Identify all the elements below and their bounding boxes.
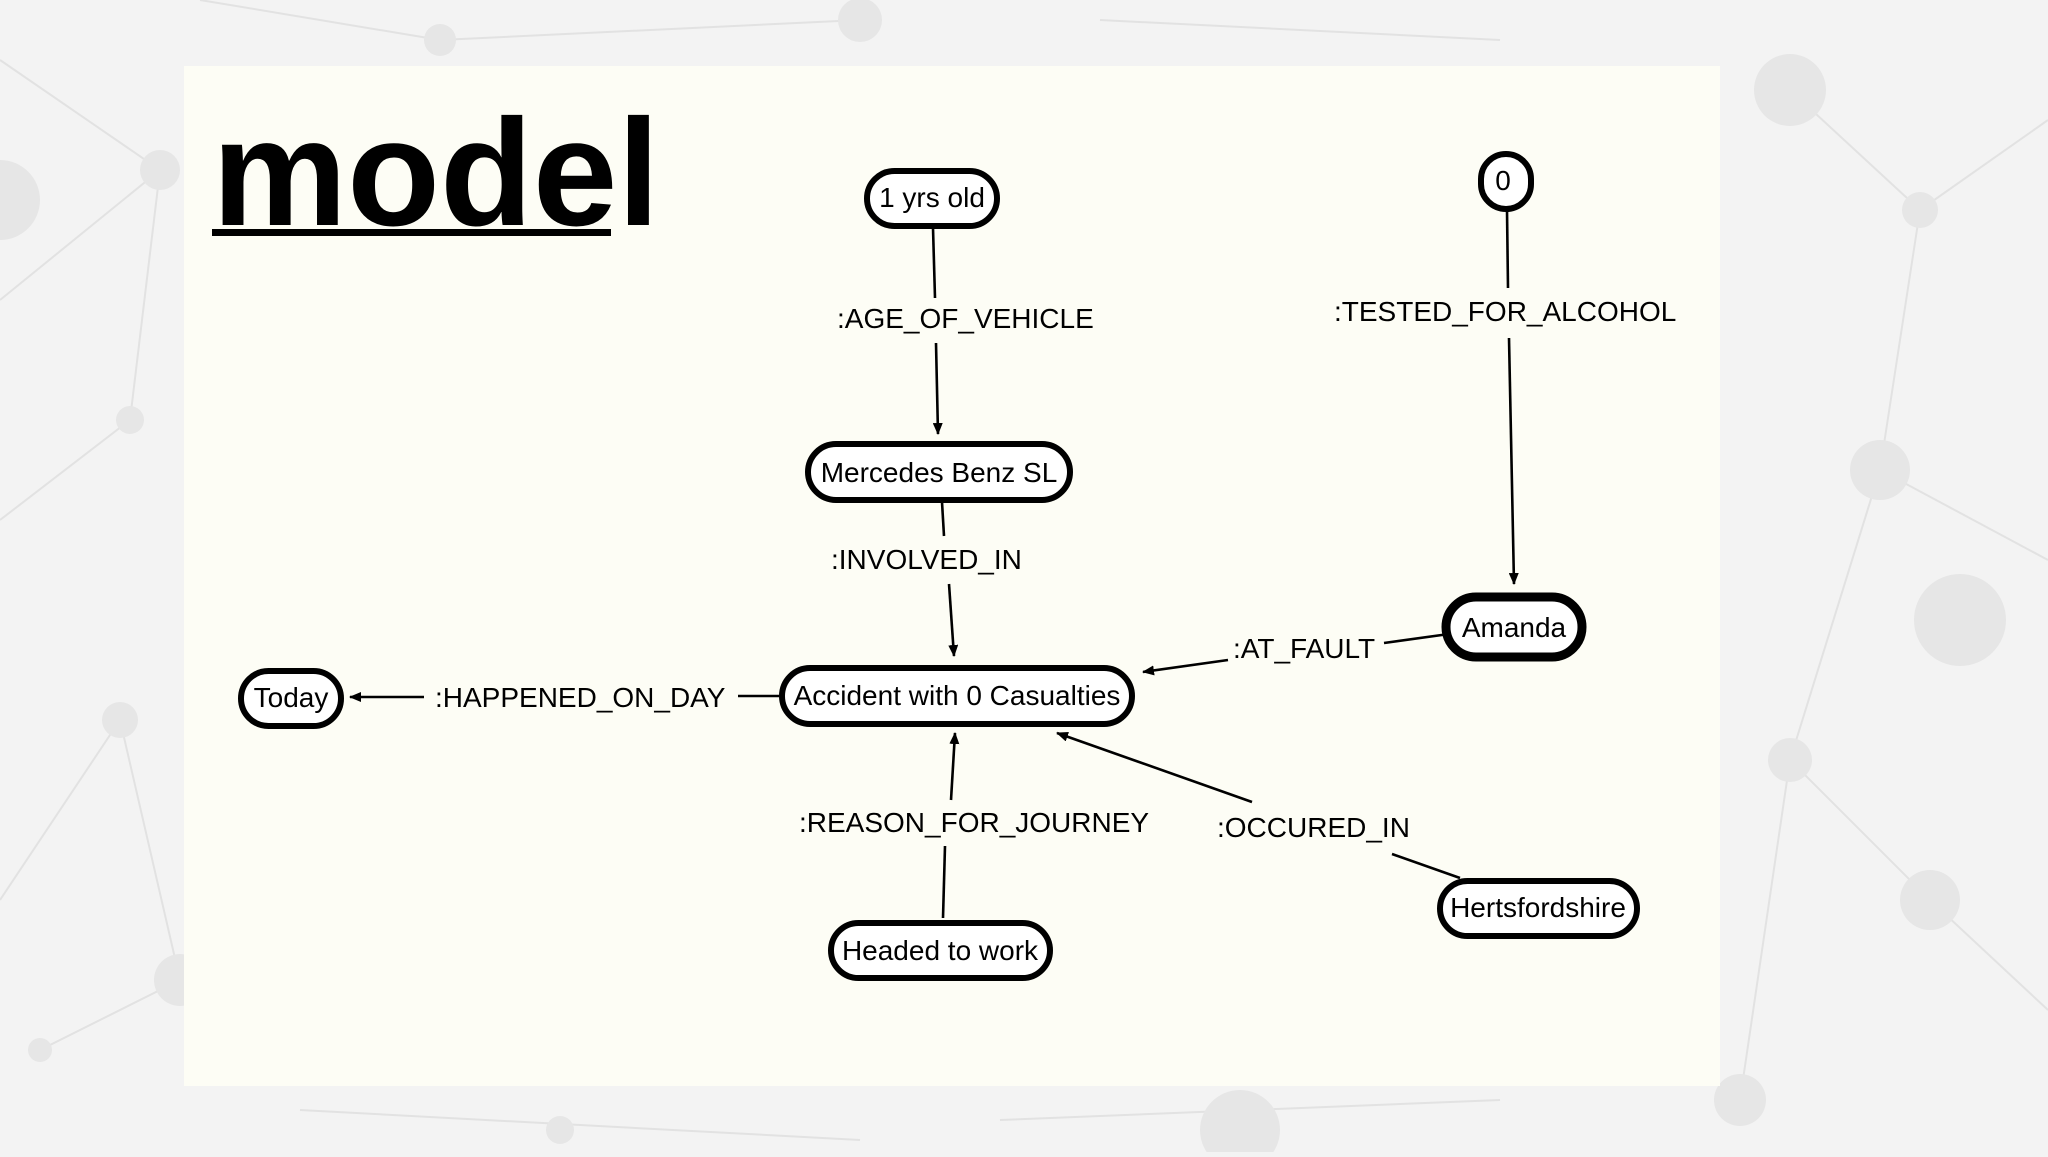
node-herts[interactable]: Hertsfordshire — [1437, 878, 1640, 939]
node-label-accident: Accident with 0 Casualties — [794, 680, 1121, 711]
node-amanda[interactable]: Amanda — [1441, 592, 1587, 662]
edge-label-involved-in: :INVOLVED_IN — [831, 544, 1022, 575]
edge-arrow-age-of-vehicle — [932, 342, 943, 435]
edge-label-tested-for-alcohol: :TESTED_FOR_ALCOHOL — [1334, 296, 1676, 327]
edge-label-bg-reason-for-journey — [795, 804, 1155, 844]
edge-label-bg-involved-in — [827, 542, 1032, 580]
node-today[interactable]: Today — [238, 668, 344, 729]
title-underline — [212, 229, 611, 236]
node-label-herts: Hertsfordshire — [1450, 892, 1626, 923]
node-mercedes[interactable]: Mercedes Benz SL — [805, 441, 1073, 503]
node-zero[interactable]: 0 — [1478, 151, 1534, 212]
edge-arrow-involved-in — [947, 583, 959, 657]
edge-label-bg-happened-on-day — [430, 677, 730, 717]
edge-arrow-reason-for-journey — [949, 732, 960, 801]
edge-label-bg-at-fault — [1230, 630, 1380, 670]
edge-label-happened-on-day: :HAPPENED_ON_DAY — [435, 682, 726, 713]
edge-line-at-fault — [1383, 632, 1450, 645]
edge-line-involved-in — [940, 501, 946, 537]
node-work[interactable]: Headed to work — [828, 920, 1053, 981]
edge-label-reason-for-journey: :REASON_FOR_JOURNEY — [799, 807, 1149, 838]
edge-label-bg-occured-in — [1212, 808, 1417, 848]
node-label-age: 1 yrs old — [879, 182, 985, 213]
node-accident[interactable]: Accident with 0 Casualties — [779, 665, 1135, 727]
edge-arrow-at-fault — [1142, 658, 1229, 676]
node-label-zero: 0 — [1495, 165, 1511, 196]
edge-line-reason-for-journey — [941, 845, 947, 919]
edge-arrow-occured-in — [1056, 731, 1253, 804]
edge-arrow-tested-for-alcohol — [1507, 337, 1519, 585]
nodes: 1 yrs old 0 Mercedes Benz SL Amanda Acci… — [238, 151, 1640, 981]
node-age[interactable]: 1 yrs old — [864, 168, 1000, 229]
node-label-work: Headed to work — [842, 935, 1039, 966]
node-label-today: Today — [254, 682, 329, 713]
edge-label-at-fault: :AT_FAULT — [1233, 633, 1375, 664]
edge-label-bg-tested-for-alcohol — [1330, 292, 1680, 332]
edge-label-age-of-vehicle: :AGE_OF_VEHICLE — [837, 303, 1094, 334]
edge-line-tested-for-alcohol — [1505, 209, 1510, 289]
node-label-amanda: Amanda — [1462, 612, 1567, 643]
node-label-mercedes: Mercedes Benz SL — [821, 457, 1058, 488]
edges: :AGE_OF_VEHICLE :TESTED_FOR_ALCOHOL :INV… — [349, 209, 1680, 919]
edge-line-age-of-vehicle — [931, 227, 937, 299]
edge-line-occured-in — [1391, 852, 1461, 880]
edge-label-bg-age-of-vehicle — [832, 300, 1094, 338]
edge-label-occured-in: :OCCURED_IN — [1217, 812, 1410, 843]
